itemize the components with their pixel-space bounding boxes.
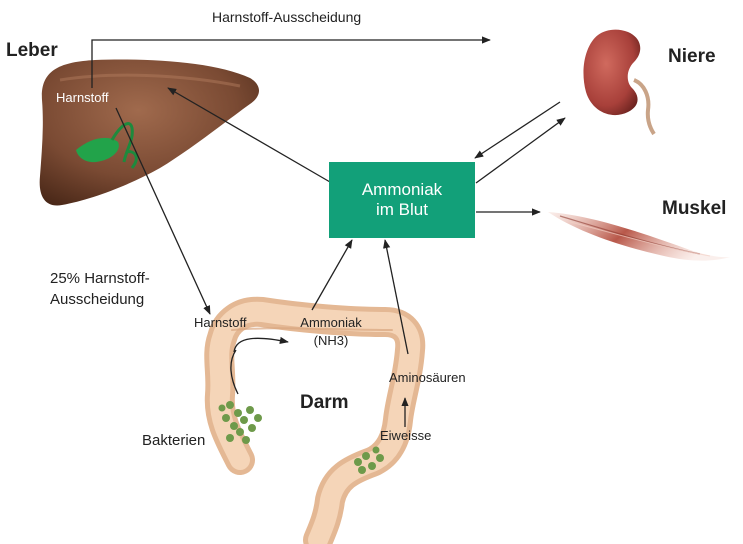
intestine-label: Darm <box>300 392 349 414</box>
arrow-gut-ammonia-to-blood <box>312 240 352 310</box>
gut-urea-label: Harnstoff <box>194 316 247 331</box>
top-excretion-label: Harnstoff-Ausscheidung <box>212 9 361 25</box>
ammonia-box-line1: Ammoniak <box>362 180 442 200</box>
amino-acids-label: Aminosäuren <box>389 371 466 386</box>
liver-urea-label: Harnstoff <box>56 91 109 106</box>
arrow-kidney-to-blood <box>475 102 560 158</box>
liver-label: Leber <box>6 40 58 62</box>
liver-illustration <box>40 60 259 206</box>
kidney-label: Niere <box>668 46 716 68</box>
arrow-urea-to-ammonia <box>234 338 288 352</box>
protein-label: Eiweisse <box>380 429 431 444</box>
partial-excretion-line1: 25% Harnstoff- <box>50 270 150 287</box>
gut-ammonia-label-line1: Ammoniak <box>295 316 367 331</box>
gut-ammonia-label-line2: (NH3) <box>295 334 367 349</box>
partial-excretion-line2: Ausscheidung <box>50 291 144 308</box>
bacteria-label: Bakterien <box>142 432 205 449</box>
ammonia-box-line2: im Blut <box>376 200 428 220</box>
kidney-illustration <box>583 30 654 134</box>
muscle-label: Muskel <box>662 198 726 220</box>
ammonia-in-blood-box: Ammoniak im Blut <box>329 162 475 238</box>
